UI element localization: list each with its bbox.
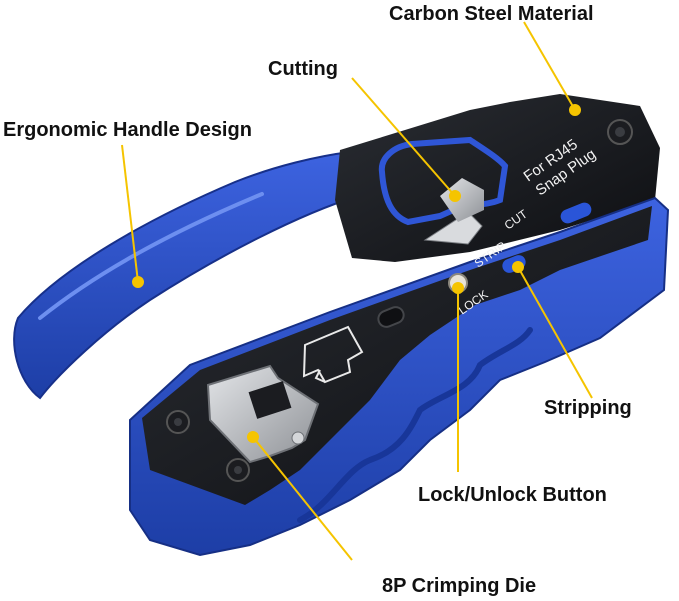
cut-slot-indicator xyxy=(560,202,592,224)
upper-handle-grip xyxy=(13,150,360,400)
leader-dot-cutting xyxy=(449,190,461,202)
callout-8p-crimping-die: 8P Crimping Die xyxy=(382,575,537,597)
callout-ergonomic-handle-design: Ergonomic Handle Design xyxy=(3,119,252,141)
leader-dot-die xyxy=(247,431,259,443)
leader-dot-lock xyxy=(452,282,464,294)
leader-dot-material xyxy=(569,104,581,116)
cutting-slot xyxy=(423,211,483,245)
leader-line-stripping xyxy=(517,266,593,399)
callout-lock-unlock-button: Lock/Unlock Button xyxy=(418,484,607,506)
lock-slider xyxy=(377,306,405,328)
rj45-plug-engraving xyxy=(302,325,364,384)
cutting-window-bezel xyxy=(378,136,509,226)
cutting-blade xyxy=(440,178,484,222)
leader-dot-handle xyxy=(132,276,144,288)
upper-handle-highlight xyxy=(38,192,264,320)
callout-stripping: Stripping xyxy=(544,397,632,419)
callout-cutting: Cutting xyxy=(268,58,338,80)
leader-line-die xyxy=(252,436,353,561)
callout-carbon-steel-material: Carbon Steel Material xyxy=(389,3,594,25)
crimping-die-slot xyxy=(248,381,292,419)
leader-line-material xyxy=(523,21,576,111)
leader-line-handle xyxy=(121,144,139,283)
leader-dot-stripping xyxy=(512,261,524,273)
leader-line-cutting xyxy=(351,77,456,197)
lower-grip-ridges xyxy=(297,327,533,523)
